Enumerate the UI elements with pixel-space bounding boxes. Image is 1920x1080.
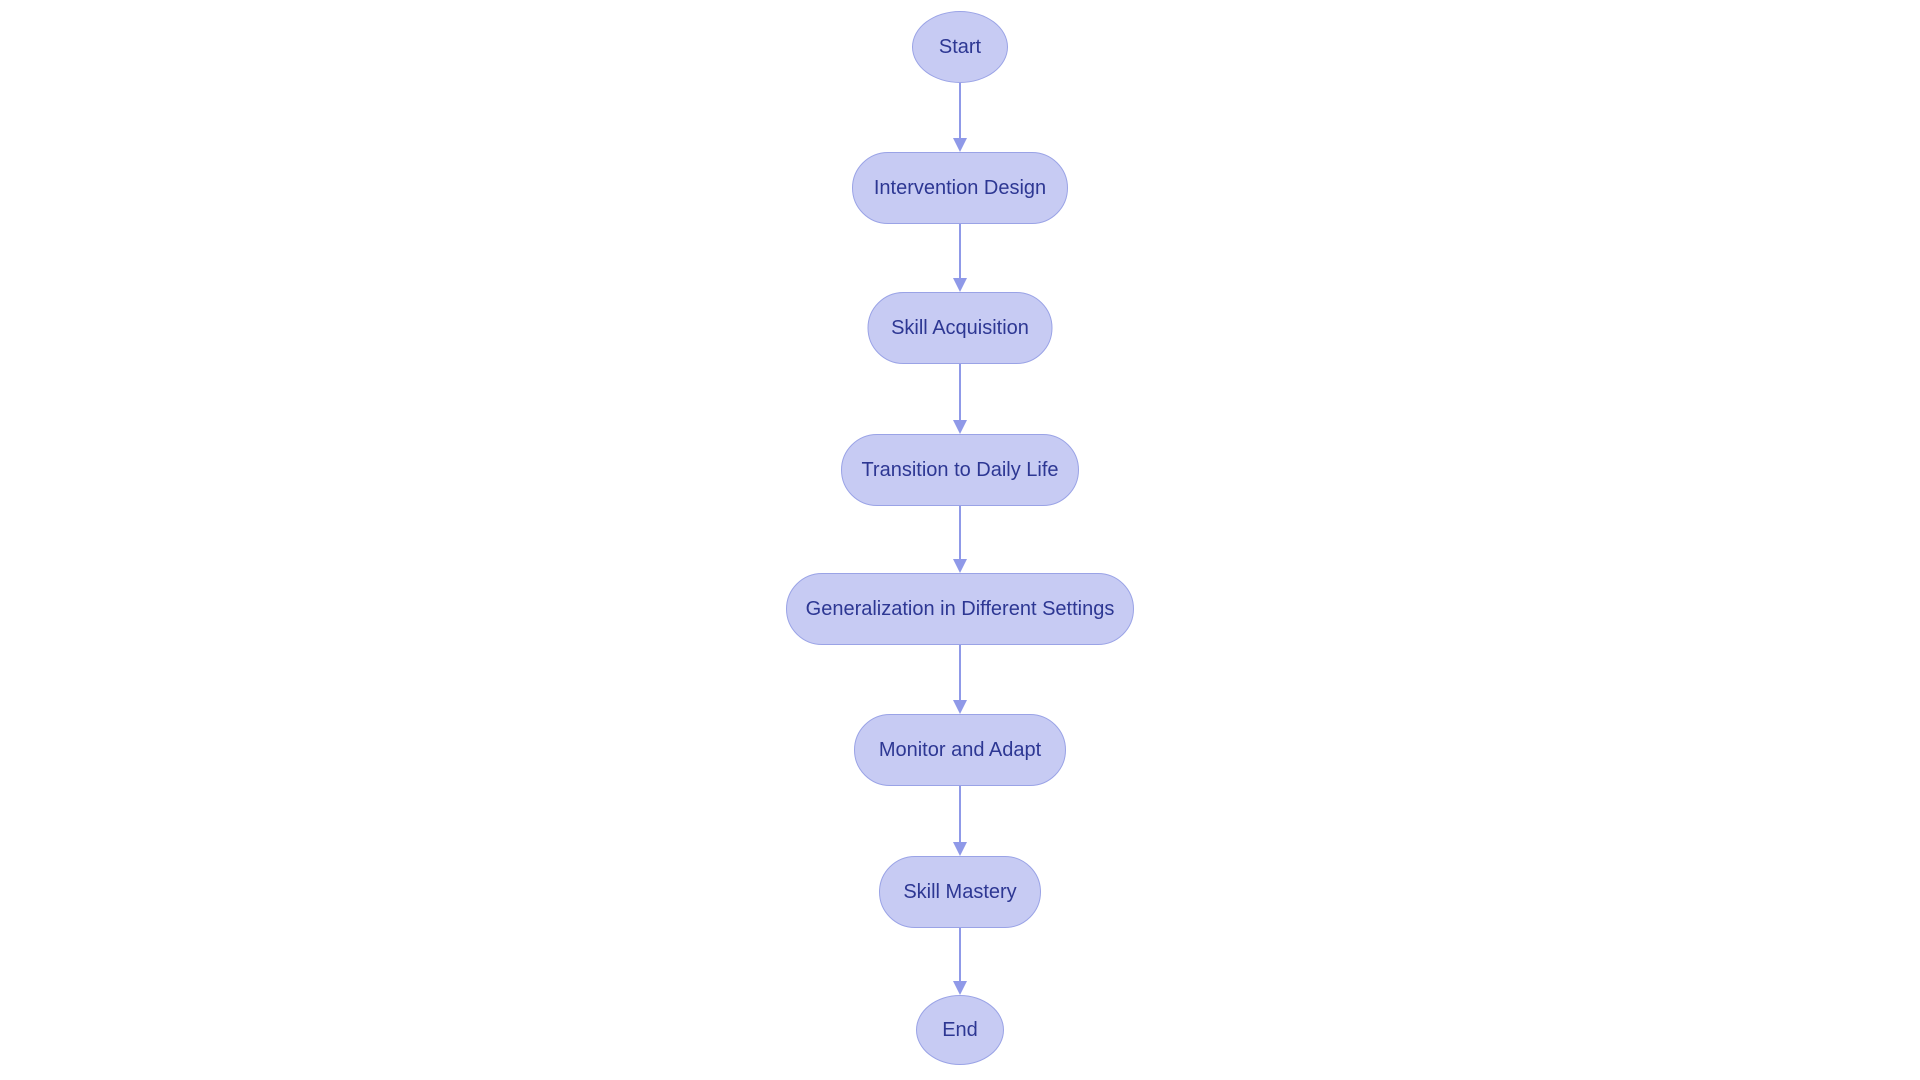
- flow-arrow: [953, 928, 967, 995]
- flow-node-skill-mastery: Skill Mastery: [879, 856, 1041, 928]
- flow-arrow: [953, 506, 967, 573]
- flow-node-generalization-in-different-settings: Generalization in Different Settings: [786, 573, 1134, 645]
- arrow-head-icon: [953, 559, 967, 573]
- arrow-line: [958, 645, 962, 703]
- arrow-line: [958, 506, 962, 562]
- flow-node-transition-to-daily-life: Transition to Daily Life: [841, 434, 1079, 506]
- arrow-head-icon: [953, 842, 967, 856]
- flow-arrow: [953, 224, 967, 292]
- flow-arrow: [953, 364, 967, 434]
- arrow-head-icon: [953, 700, 967, 714]
- arrow-line: [958, 928, 962, 984]
- arrow-head-icon: [953, 981, 967, 995]
- flow-node-start: Start: [912, 11, 1008, 83]
- arrow-line: [958, 83, 962, 141]
- arrow-head-icon: [953, 278, 967, 292]
- arrow-head-icon: [953, 420, 967, 434]
- flow-arrow: [953, 786, 967, 856]
- arrow-head-icon: [953, 138, 967, 152]
- flow-arrow: [953, 645, 967, 714]
- flow-node-monitor-and-adapt: Monitor and Adapt: [854, 714, 1066, 786]
- arrow-line: [958, 786, 962, 845]
- flow-node-intervention-design: Intervention Design: [852, 152, 1068, 224]
- flow-node-end: End: [916, 995, 1004, 1065]
- arrow-line: [958, 224, 962, 281]
- flow-node-skill-acquisition: Skill Acquisition: [867, 292, 1053, 364]
- arrow-line: [958, 364, 962, 423]
- flow-arrow: [953, 83, 967, 152]
